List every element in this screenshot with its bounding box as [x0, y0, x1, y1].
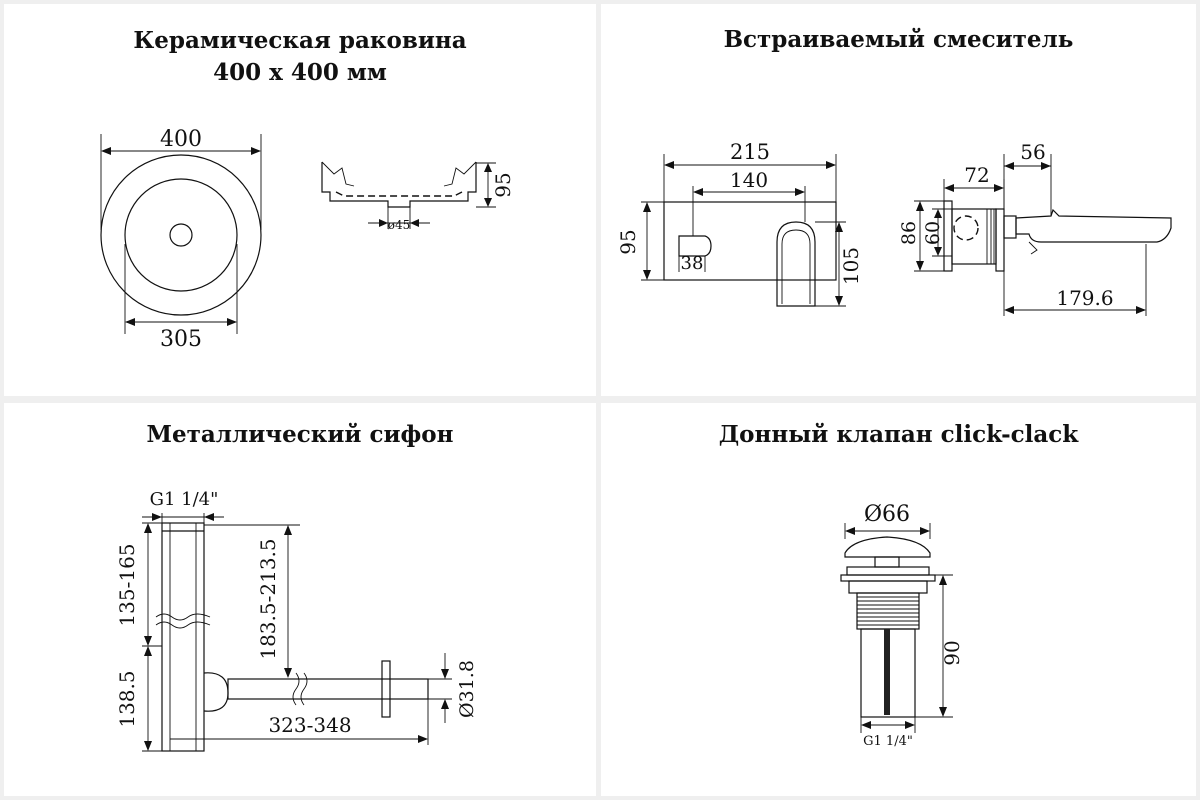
mixer-dim-h60: 60 [922, 221, 944, 245]
valve-panel: Донный клапан click-clack Ø66 [601, 403, 1196, 796]
sink-inner-bowl [124, 178, 238, 292]
valve-cap [844, 536, 931, 558]
mixer-dim-width: 215 [730, 140, 770, 164]
siphon-panel: Металлический сифон G1 1/4" [4, 403, 596, 796]
mixer-spout [776, 221, 816, 307]
valve-dim-thread: G1 1/4" [863, 734, 913, 749]
mixer-title: Встраиваемый смеситель [723, 26, 1074, 53]
siphon-horizontal-pipe [227, 678, 429, 700]
mixer-dim-right-height: 105 [839, 247, 863, 285]
mixer-dim-height: 95 [616, 229, 640, 254]
siphon-dim-horizontal: 323-348 [268, 713, 351, 737]
siphon-drawing: G1 1/4" 135-165 [115, 489, 478, 752]
mixer-dim-knob: 38 [681, 253, 704, 274]
sink-dim-inner: 305 [160, 327, 202, 352]
sink-dim-outer: 400 [160, 127, 202, 152]
sink-dim-drain: ø45 [388, 218, 411, 232]
sink-section-outline [321, 162, 477, 208]
mixer-dim-inner-width: 140 [730, 168, 768, 192]
mixer-knob [678, 235, 712, 257]
mixer-dim-h86: 86 [898, 221, 920, 245]
sink-dim-height: 95 [491, 172, 515, 197]
valve-drawing: Ø66 [840, 502, 964, 749]
siphon-dim-thread: G1 1/4" [150, 489, 219, 510]
mixer-front-plate [663, 201, 837, 281]
sink-panel: Керамическая раковина 400 х 400 мм 400 3… [4, 4, 596, 396]
mixer-spout-side [1015, 208, 1172, 243]
siphon-dim-vertical: 183.5-213.5 [256, 538, 280, 659]
siphon-flange [381, 660, 391, 718]
valve-dim-cap: Ø66 [864, 502, 910, 527]
sink-drain-hole [169, 223, 193, 247]
mixer-dim-depth: 72 [964, 163, 989, 187]
mixer-dim-spout: 179.6 [1056, 286, 1113, 310]
valve-dim-height: 90 [940, 640, 964, 665]
sink-title: Керамическая раковина 400 х 400 мм [4, 25, 596, 89]
valve-title: Донный клапан click-clack [718, 421, 1079, 448]
mixer-drawing: 215 140 95 38 105 [616, 140, 1172, 316]
siphon-dim-upper: 135-165 [115, 543, 139, 626]
valve-threaded-body [856, 592, 920, 630]
valve-stem [884, 629, 890, 715]
mixer-panel: Встраиваемый смеситель 215 140 [601, 4, 1196, 396]
siphon-dim-lower: 138.5 [115, 670, 139, 727]
mixer-valve-body [951, 208, 997, 265]
sink-drawing: 400 305 95 ø45 [100, 127, 515, 352]
sink-title-line2: 400 х 400 мм [213, 59, 387, 86]
siphon-vertical-pipe [161, 522, 205, 752]
valve-collar [846, 566, 930, 576]
mixer-dim-depth-total: 56 [1020, 140, 1045, 164]
sink-outer-rim [100, 154, 262, 316]
siphon-dim-pipe-dia: Ø31.8 [456, 660, 478, 718]
siphon-title: Металлический сифон [146, 421, 454, 448]
sink-title-line1: Керамическая раковина [133, 27, 467, 54]
